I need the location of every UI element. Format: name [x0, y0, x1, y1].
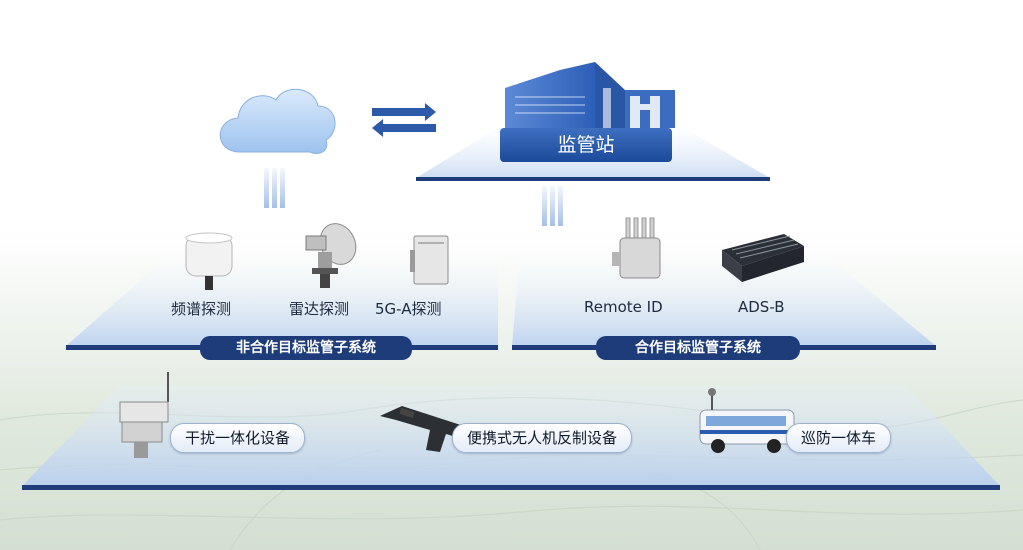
ads-b-label: ADS-B [738, 298, 785, 316]
patrol-vehicle-label: 巡防一体车 [786, 423, 892, 453]
radar-detection-label: 雷达探测 [289, 300, 350, 318]
remote-id-receiver-icon [612, 217, 661, 279]
monitoring-station-building-icon [505, 62, 675, 128]
data-stream-cloud [264, 168, 285, 208]
patrol-vehicle-icon [699, 388, 795, 453]
data-stream-station [542, 186, 563, 226]
spectrum-antenna-icon [185, 232, 233, 290]
cloud-icon [219, 88, 336, 154]
radar-icon [305, 223, 357, 288]
monitoring-station-label: 监管站 [500, 128, 672, 162]
jammer-device-label: 干扰一体化设备 [170, 423, 306, 453]
noncoop-platform [66, 250, 498, 346]
countermeasure-platform-edge [22, 485, 1000, 490]
exchange-arrows-icon [372, 103, 436, 137]
noncoop-subsystem-banner: 非合作目标监管子系统 [200, 336, 412, 360]
ads-b-receiver-icon [722, 234, 804, 282]
5g-a-detection-label: 5G-A探测 [375, 300, 442, 318]
portable-jammer-gun-icon [380, 406, 470, 452]
coop-subsystem-banner: 合作目标监管子系统 [596, 336, 800, 360]
jammer-device-icon [119, 372, 169, 458]
spectrum-detection-label: 频谱探测 [171, 300, 232, 318]
coop-platform [512, 250, 936, 346]
remote-id-label: Remote ID [584, 298, 663, 316]
5g-base-station-icon [410, 235, 449, 285]
station-platform-edge [416, 177, 770, 181]
portable-counter-device-label: 便携式无人机反制设备 [452, 423, 633, 453]
